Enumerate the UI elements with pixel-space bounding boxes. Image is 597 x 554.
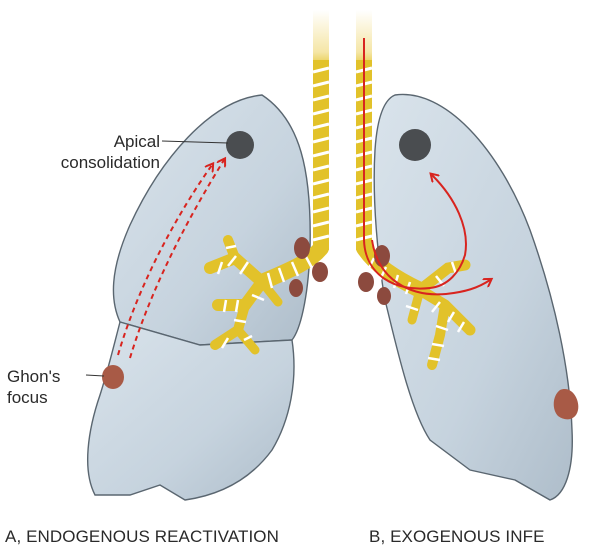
ghon-label-line2: focus	[7, 387, 87, 408]
apical-label-line2: consolidation	[40, 152, 160, 173]
apical-label-line1: Apical	[40, 131, 160, 152]
right-pleural-lesion	[554, 389, 579, 419]
ghon-label-line1: Ghon's	[7, 366, 87, 387]
caption-endogenous-reactivation: A, ENDOGENOUS REACTIVATION	[5, 527, 279, 547]
right-apical-lesion	[399, 129, 431, 161]
apical-consolidation-label: Apical consolidation	[40, 131, 160, 173]
left-apical-consolidation	[226, 131, 254, 159]
left-lung-lower-lobe	[88, 322, 294, 500]
ghon-leader-line	[86, 375, 104, 376]
ghon-focus-label: Ghon's focus	[7, 366, 87, 408]
caption-exogenous-infection: B, EXOGENOUS INFE	[369, 527, 545, 547]
ghon-focus	[102, 365, 124, 389]
